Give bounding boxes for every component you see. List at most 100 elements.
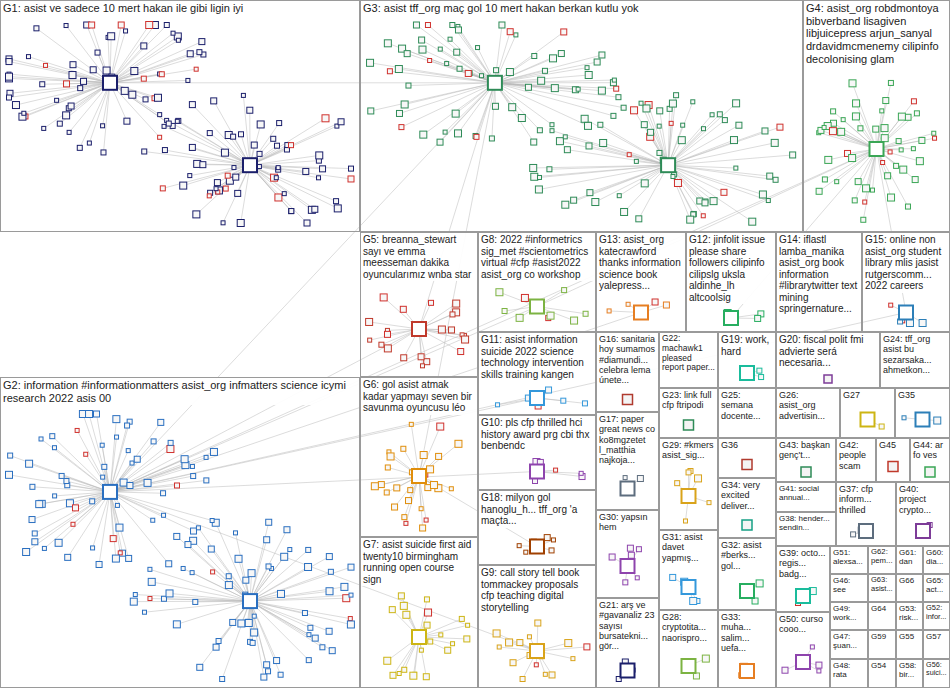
network-vertex: [473, 133, 478, 138]
network-vertex: [657, 124, 661, 128]
network-vertex: [110, 536, 116, 542]
network-vertex: [348, 564, 354, 570]
network-vertex: [816, 188, 822, 194]
network-vertex: [226, 574, 231, 579]
network-edge: [668, 127, 780, 165]
network-edge: [402, 49, 495, 83]
hub-vertex: [859, 524, 873, 538]
network-vertex: [777, 124, 783, 130]
network-vertex: [549, 548, 554, 553]
network-vertex: [390, 672, 396, 678]
group-box: G21: arş ve #gavanaliz 23 sayısı bursate…: [596, 598, 659, 688]
hub-vertex: [621, 664, 635, 678]
network-vertex: [489, 136, 494, 141]
network-vertex: [126, 555, 132, 561]
network-vertex: [657, 150, 662, 155]
network-vertex: [338, 119, 344, 125]
network-vertex: [75, 428, 79, 432]
network-edge: [241, 165, 250, 223]
network-vertex: [146, 22, 153, 29]
network-vertex: [72, 505, 78, 511]
group-label: G36: [719, 439, 775, 451]
network-vertex: [571, 197, 577, 203]
group-label: G26: asist_org advertisin...: [777, 389, 839, 422]
network-vertex: [53, 494, 57, 498]
network-vertex: [39, 437, 43, 441]
hub-vertex: [530, 300, 544, 314]
group-label: G7: asist suicide first aid twenty10 bir…: [361, 538, 477, 586]
network-vertex: [384, 345, 391, 352]
network-vertex: [266, 519, 272, 525]
network-vertex: [817, 669, 821, 673]
network-vertex: [437, 139, 443, 145]
network-vertex: [251, 142, 257, 148]
group-label: G41: social annual...: [777, 483, 835, 503]
network-vertex: [379, 342, 384, 347]
network-vertex: [404, 521, 408, 525]
network-vertex: [621, 105, 626, 110]
network-vertex: [144, 479, 151, 486]
network-vertex: [455, 440, 462, 447]
network-edge: [110, 466, 192, 491]
network-vertex: [627, 153, 631, 157]
network-vertex: [543, 672, 547, 676]
network-vertex: [68, 103, 74, 109]
network-edge: [110, 69, 196, 83]
network-vertex: [554, 468, 558, 472]
group-label: G43: başkan genç't...: [777, 439, 835, 462]
group-label: G63: asist...: [869, 575, 895, 594]
network-vertex: [86, 411, 93, 418]
network-vertex: [141, 76, 146, 81]
network-vertex: [225, 582, 232, 589]
group-box: G48: rata: [830, 659, 868, 688]
network-vertex: [418, 354, 424, 360]
network-vertex: [223, 186, 228, 191]
group-label: G1: asist ve sadece 10 mert hakan ile gi…: [1, 1, 359, 16]
network-vertex: [816, 662, 822, 668]
network-vertex: [264, 537, 270, 543]
network-vertex: [243, 577, 249, 583]
network-vertex: [211, 98, 217, 104]
group-label: G21: arş ve #gavanaliz 23 sayısı bursate…: [597, 599, 658, 653]
network-vertex: [906, 320, 913, 327]
network-vertex: [141, 43, 147, 49]
group-box: G18: milyon gol hanoglu_h... tff_org 'a …: [478, 490, 596, 565]
network-edge: [9, 62, 110, 83]
network-vertex: [576, 87, 580, 91]
network-vertex: [50, 434, 55, 439]
inter-group-edge: [419, 83, 495, 329]
network-vertex: [115, 503, 119, 507]
network-edge: [170, 593, 250, 601]
network-vertex: [838, 128, 845, 135]
group-label: G59: [869, 631, 895, 642]
network-vertex: [64, 81, 70, 87]
network-vertex: [91, 546, 95, 550]
network-edge: [250, 601, 329, 631]
network-vertex: [189, 144, 195, 150]
network-vertex: [187, 51, 193, 57]
network-vertex: [888, 80, 893, 85]
network-vertex: [561, 29, 567, 35]
group-label: G10: pls cfp thrilled hci history award …: [479, 416, 595, 453]
group-box: G51: alexsa...: [830, 546, 868, 574]
network-vertex: [454, 49, 460, 55]
network-edge: [250, 165, 351, 179]
network-vertex: [759, 191, 766, 198]
network-vertex: [556, 138, 563, 145]
network-vertex: [425, 485, 431, 491]
group-label: G40: project crypto...: [897, 483, 949, 516]
network-vertex: [730, 137, 737, 144]
network-vertex: [161, 491, 166, 496]
network-vertex: [396, 110, 402, 116]
network-vertex: [439, 633, 443, 637]
network-edge: [35, 492, 110, 542]
network-edge: [163, 165, 250, 188]
network-vertex: [408, 488, 413, 493]
network-edge: [198, 528, 250, 601]
network-vertex: [102, 464, 107, 469]
network-vertex: [863, 200, 867, 204]
network-vertex: [238, 620, 245, 627]
network-vertex: [474, 134, 479, 139]
network-vertex: [400, 602, 407, 609]
group-label: G14: iflastl lamba_manika asist_org book…: [777, 233, 861, 316]
